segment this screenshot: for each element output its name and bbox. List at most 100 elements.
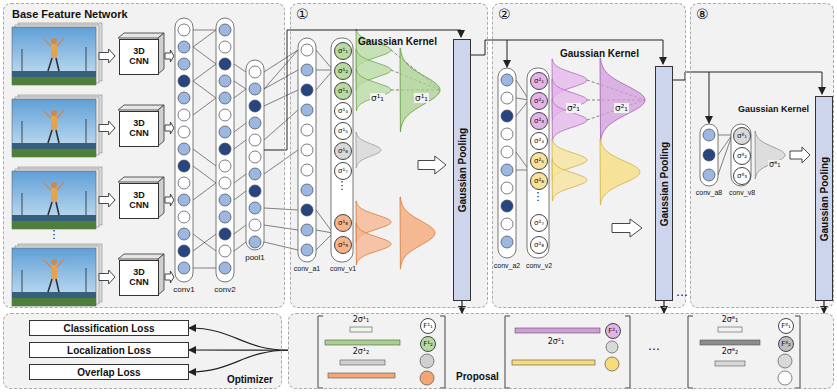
node-text: Gaussian Pooling [819, 156, 830, 240]
node-text: σ²₄ [534, 137, 544, 145]
ellipsis: ⋮ [337, 180, 348, 193]
gaussian-curve [552, 159, 587, 201]
video-frame [12, 27, 96, 85]
bracket [688, 316, 693, 388]
sigma-node: σ¹₅ [334, 122, 352, 140]
neuron [703, 129, 715, 141]
neuron-wire [718, 135, 732, 155]
node-text: σ¹₁ [338, 47, 348, 55]
panel: ProposalF¹₁F¹₂F²₁F⁸₁F⁸₂ [288, 313, 834, 389]
neuron [178, 262, 190, 274]
pooling-bar: Gaussian Pooling [453, 39, 471, 301]
neuron [703, 149, 715, 161]
athlete-arm [44, 183, 51, 190]
neuron-wire [234, 89, 246, 98]
layer-column [175, 18, 193, 282]
panel: Base Feature Network3D CNN3D CNN3D CNN3D… [3, 3, 285, 308]
light-tower [22, 49, 23, 71]
neuron [178, 92, 190, 104]
neuron-wire [193, 47, 216, 64]
neuron [219, 262, 231, 274]
proposal-bar [340, 360, 385, 365]
athlete-arm [57, 110, 64, 118]
sigma-node: σ¹₄ [334, 102, 352, 120]
neuron [301, 144, 313, 156]
light-tower [86, 191, 87, 215]
feature-node: F²₁ [605, 323, 621, 339]
video-frame [12, 171, 96, 229]
sigma-node: σ²₈ [530, 236, 548, 254]
node-text: F¹₂ [423, 340, 433, 348]
loss-box: Localization Loss [29, 342, 189, 358]
cnn-box: 3D CNN [119, 111, 159, 147]
width-label: 2σ¹₂ [353, 347, 370, 356]
neuron-wire [193, 81, 216, 98]
proposal-bar [715, 361, 745, 366]
athlete-arm [57, 38, 64, 46]
neuron [219, 109, 231, 121]
neuron [301, 44, 313, 56]
neuron [178, 24, 190, 36]
feature-flow [507, 40, 663, 64]
neuron-wire [264, 242, 298, 250]
neuron-wire [264, 50, 298, 72]
neuron [249, 134, 261, 146]
light-tower [86, 47, 87, 71]
node-text: σ⁸₁ [737, 132, 747, 140]
neuron [301, 244, 313, 256]
neuron-wire [234, 174, 246, 183]
athlete-head [51, 259, 57, 265]
hollow-arrow [99, 121, 115, 135]
ellipsis: ⋮ [533, 191, 544, 204]
neuron-wire [718, 135, 732, 175]
neuron [178, 75, 190, 87]
node-text: σ¹₈ [338, 219, 348, 227]
node-text: σ²₆ [534, 177, 544, 185]
feature-flow [709, 72, 822, 94]
neuron [249, 185, 261, 197]
node-text: F²₁ [608, 327, 618, 335]
neuron [301, 124, 313, 136]
cube-top [118, 105, 164, 110]
bracket [795, 316, 800, 388]
neuron [301, 224, 313, 236]
neuron [178, 194, 190, 206]
feature-flow [264, 150, 287, 151]
node-text: 3D CNN [123, 268, 155, 288]
proposal-bar [328, 373, 395, 378]
neuron [501, 182, 513, 194]
panel-heading: ⑧ [696, 6, 709, 22]
sigma-node: σ¹₈ [334, 214, 352, 232]
neuron [249, 219, 261, 231]
proposal-bar [350, 327, 372, 332]
node-text: Classification Loss [63, 323, 154, 334]
node-text: σ²₈ [534, 241, 544, 249]
sigma-node: σ⁸₃ [733, 167, 751, 185]
connector [823, 301, 824, 313]
neuron-wire [264, 208, 298, 210]
neuron [178, 143, 190, 155]
neuron-wire [234, 225, 246, 234]
hollow-arrow [165, 122, 174, 134]
field [12, 221, 96, 229]
neuron-wire [193, 234, 216, 251]
node-text: F¹₁ [423, 322, 433, 330]
node-text: 3D CNN [123, 119, 155, 139]
panel-ground [3, 313, 282, 389]
gaussian-curve [400, 48, 440, 132]
sigma-node: σ²₃ [530, 112, 548, 130]
panel: ⑧σ⁸₁σ⁸₂σ⁸₃Gaussian Pooling [690, 3, 834, 308]
panel-ground [690, 3, 834, 308]
neuron-wire [316, 210, 333, 233]
athlete-arm [57, 182, 64, 190]
panel: ①σ¹₁σ¹₂σ¹₃σ¹₄σ¹₅σ¹₆σ¹₇σ¹₈σ¹₉Gaussian Poo… [290, 3, 488, 308]
hollow-arrow [790, 147, 810, 163]
neuron-wire [264, 70, 298, 89]
athlete-head [51, 110, 57, 116]
video-frame [12, 99, 96, 157]
neuron [501, 92, 513, 104]
panel-heading: ② [498, 6, 511, 22]
node-text: F⁸₂ [781, 340, 791, 348]
neuron-wire [193, 30, 216, 47]
node-text: Overlap Loss [77, 367, 140, 378]
